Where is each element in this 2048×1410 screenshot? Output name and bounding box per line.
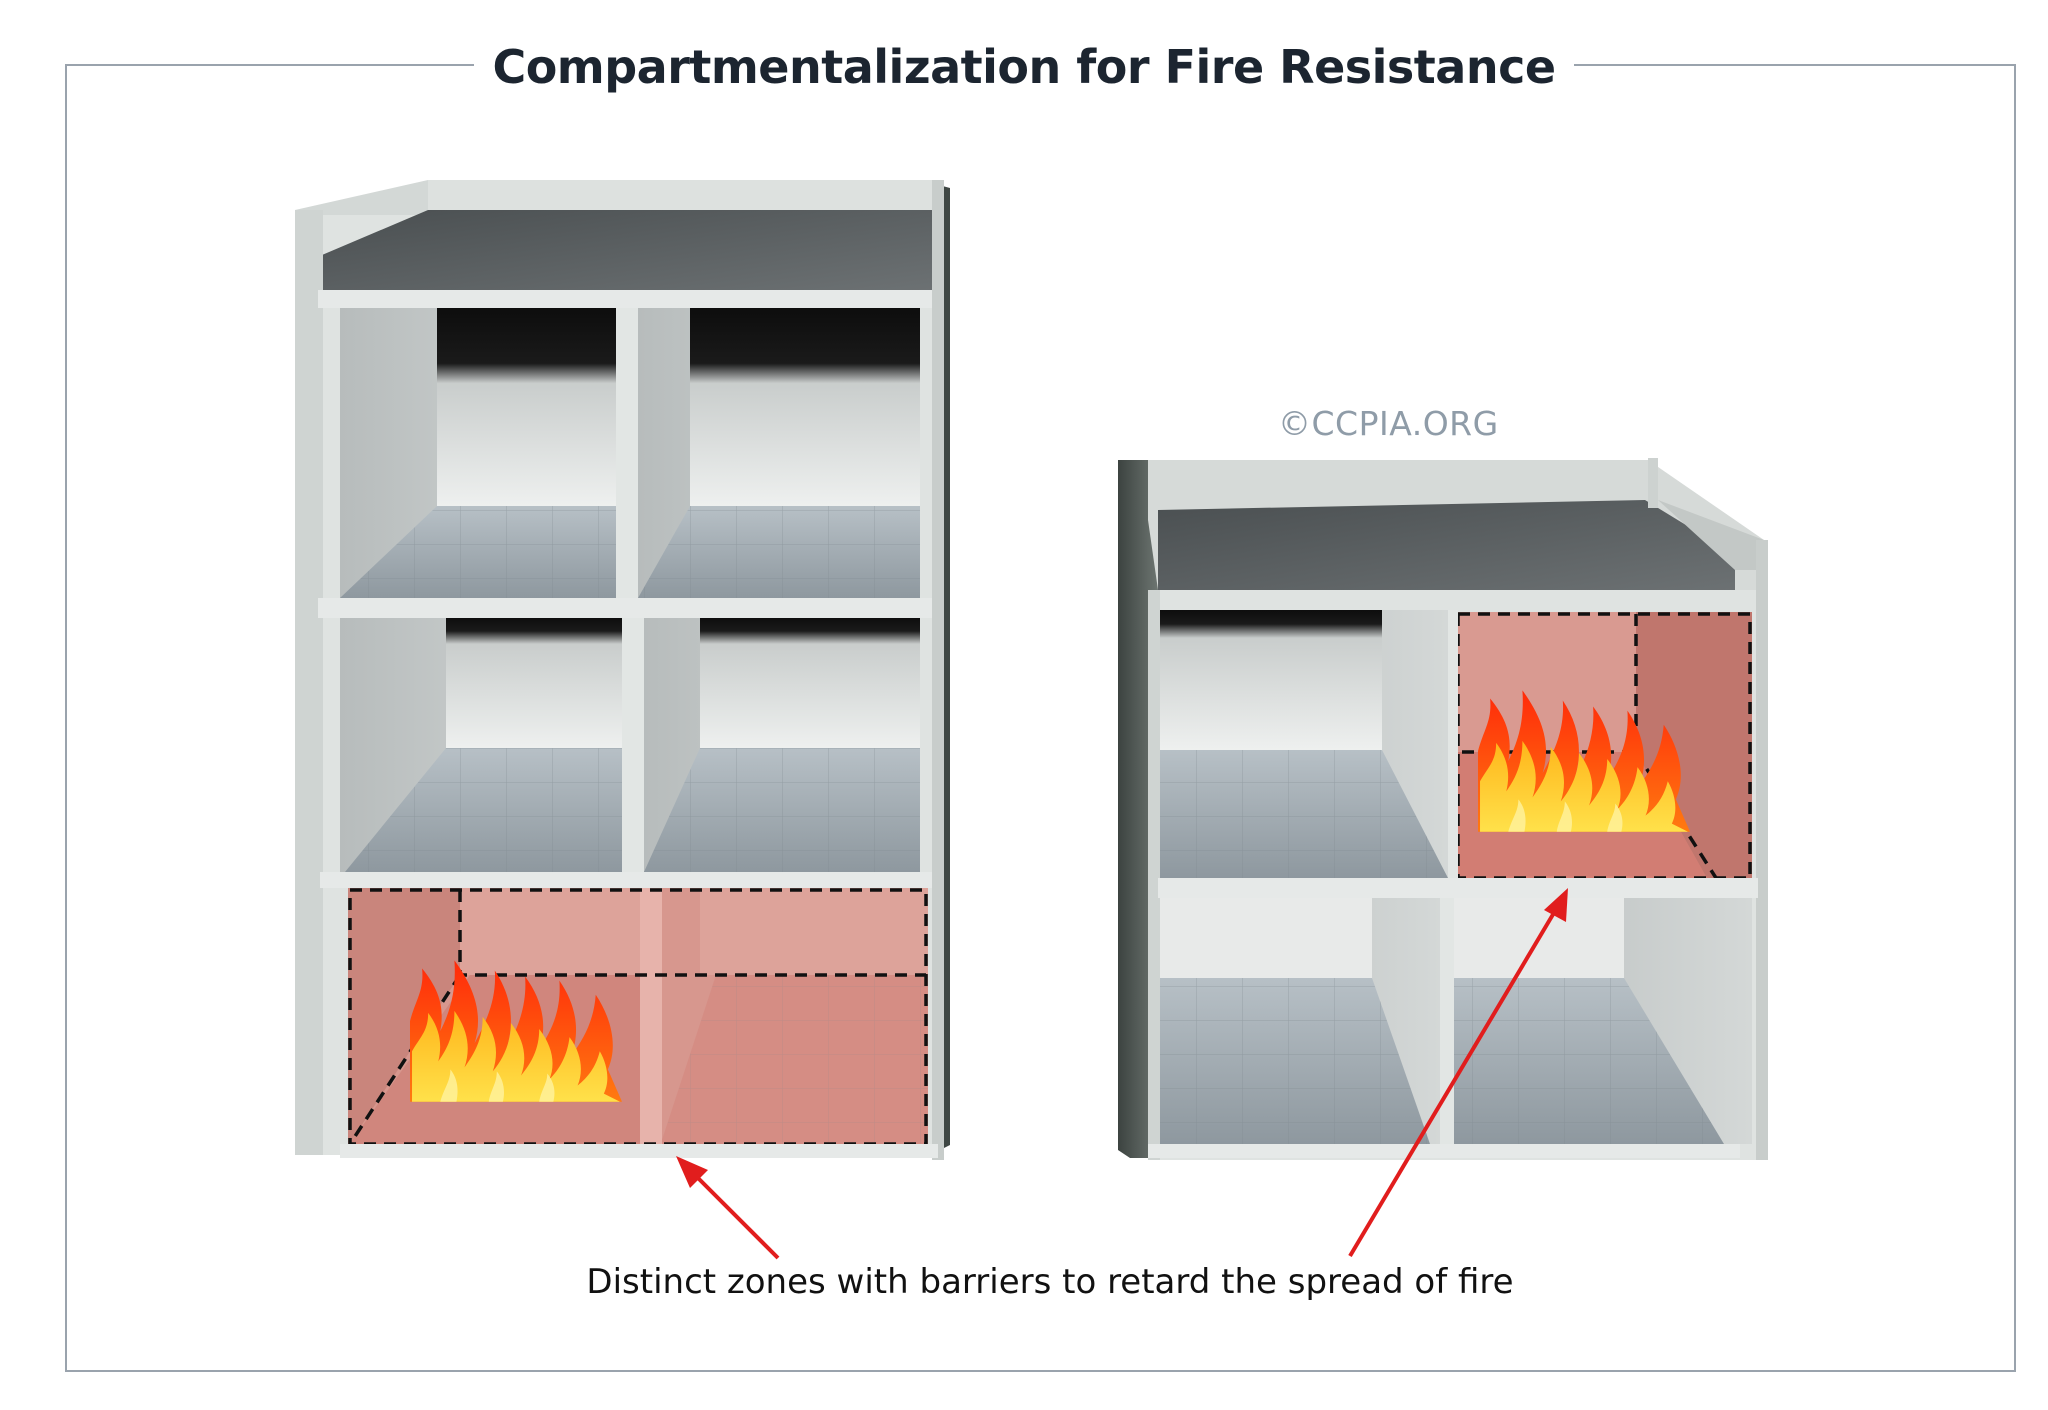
short-room-4 [1454,898,1752,1144]
arrow-icon [676,1156,780,1260]
tall-room-4 [644,618,920,872]
diagram-caption: Distinct zones with barriers to retard t… [586,1262,1514,1302]
short-building-roof [1158,500,1735,590]
arrow-icon [1348,888,1568,1258]
short-room-3 [1160,898,1442,1144]
tall-room-3 [340,618,622,872]
tall-building [295,180,950,1160]
tall-building-roof [322,210,932,290]
tall-room-1 [340,308,616,598]
short-room-1 [1160,610,1448,878]
short-building [1118,458,1768,1160]
copyright-watermark: ©CCPIA.ORG [1278,404,1499,443]
tall-room-2 [638,308,920,598]
